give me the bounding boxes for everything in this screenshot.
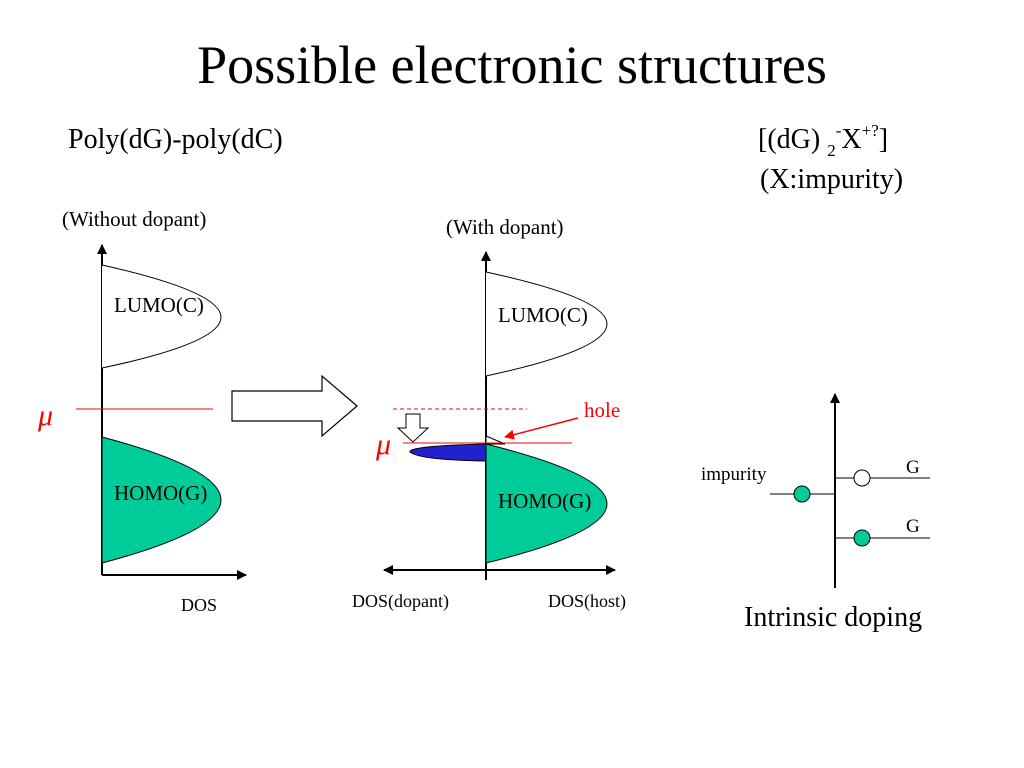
formula-subscript: 2 [827, 141, 836, 160]
left-lumo-label: LUMO(C) [114, 293, 204, 317]
right-hole-region [485, 435, 506, 445]
left-dos-label: DOS [181, 595, 217, 615]
dos-host-label: DOS(host) [548, 591, 626, 612]
left-homo-label: HOMO(G) [114, 481, 207, 505]
impurity-label: impurity [701, 464, 767, 485]
dos-dopant-label: DOS(dopant) [352, 591, 449, 612]
formula-note: (X:impurity) [760, 164, 904, 195]
hole-label: hole [584, 398, 620, 422]
right-lumo-band [485, 271, 608, 377]
dopant-dos-band [409, 443, 487, 462]
left-diagram-label: (Without dopant) [62, 207, 206, 231]
filled-g-state-circle [853, 529, 871, 547]
formula-open: [(dG) [758, 124, 828, 155]
right-diagram-label: (With dopant) [446, 215, 564, 239]
left-dos-diagram: (Without dopant) LUMO(C) HOMO(G) μ DOS [37, 207, 247, 615]
slide-title: Possible electronic structures [197, 35, 827, 95]
right-homo-band [485, 443, 608, 564]
impurity-state-circle [793, 485, 811, 503]
g-label-bottom: G [906, 516, 920, 537]
right-dos-diagram: (With dopant) LUMO(C) HOMO(G) μ hole DOS… [352, 215, 626, 612]
formula-close: ] [878, 124, 889, 155]
right-homo-label: HOMO(G) [498, 489, 591, 513]
hole-pointer-arrow [504, 417, 579, 440]
formula-superscript-charge: - [835, 121, 842, 140]
left-lumo-band [101, 264, 222, 369]
g-label-top: G [906, 457, 920, 478]
left-homo-band [101, 436, 222, 564]
intrinsic-doping-diagram: impurity G G Intrinsic doping [701, 393, 930, 633]
right-mu-symbol: μ [375, 428, 391, 461]
formula-superscript-impurity-charge: +? [861, 121, 879, 140]
formula-label: [(dG) 2-X+?] [758, 122, 888, 159]
subtitle-polymer: Poly(dG)-poly(dC) [68, 124, 283, 155]
transition-arrow-icon [231, 374, 358, 438]
fermi-shift-arrow-icon [396, 413, 430, 443]
right-lumo-label: LUMO(C) [498, 303, 588, 327]
intrinsic-doping-caption: Intrinsic doping [744, 602, 922, 633]
formula-impurity-symbol: X [841, 124, 862, 155]
left-mu-symbol: μ [37, 399, 53, 432]
hole-state-circle [853, 469, 871, 487]
